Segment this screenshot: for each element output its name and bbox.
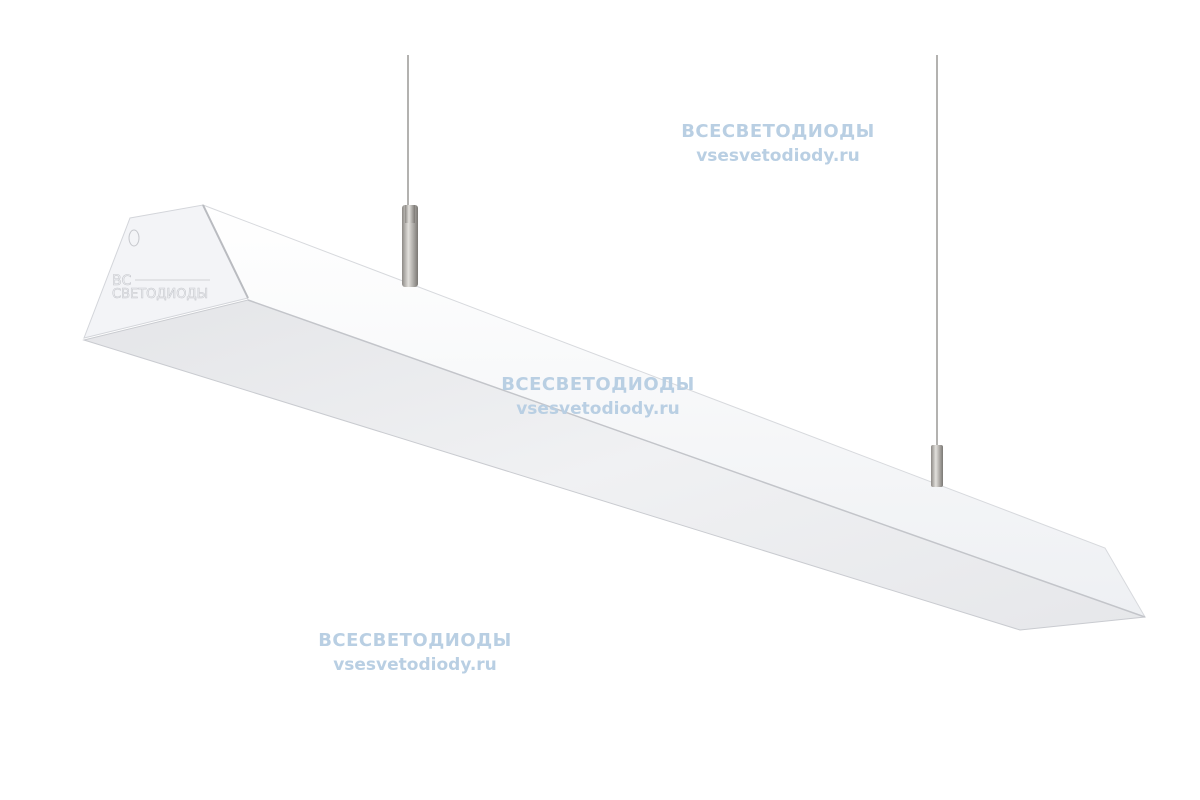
end-cap-logo-top: ВС (112, 273, 132, 289)
watermark-url: vsesvetodiody.ru (516, 399, 680, 419)
watermark: ВСЕСВЕТОДИОДЫ vsesvetodiody.ru (681, 120, 875, 168)
watermark-brand: ВСЕСВЕТОДИОДЫ (501, 374, 695, 395)
end-cap-logo-bottom: СВЕТОДИОДЫ (112, 287, 208, 302)
watermark-brand: ВСЕСВЕТОДИОДЫ (681, 121, 875, 142)
diffuser (82, 299, 1146, 631)
watermark-url: vsesvetodiody.ru (696, 146, 860, 166)
watermark-brand: ВСЕСВЕТОДИОДЫ (318, 630, 512, 651)
watermark: ВСЕСВЕТОДИОДЫ vsesvetodiody.ru (318, 629, 512, 677)
watermark-url: vsesvetodiody.ru (333, 655, 497, 675)
watermark: ВСЕСВЕТОДИОДЫ vsesvetodiody.ru (501, 373, 695, 421)
mount-cylinder-left (402, 205, 418, 287)
mount-cylinder-right (931, 445, 943, 487)
